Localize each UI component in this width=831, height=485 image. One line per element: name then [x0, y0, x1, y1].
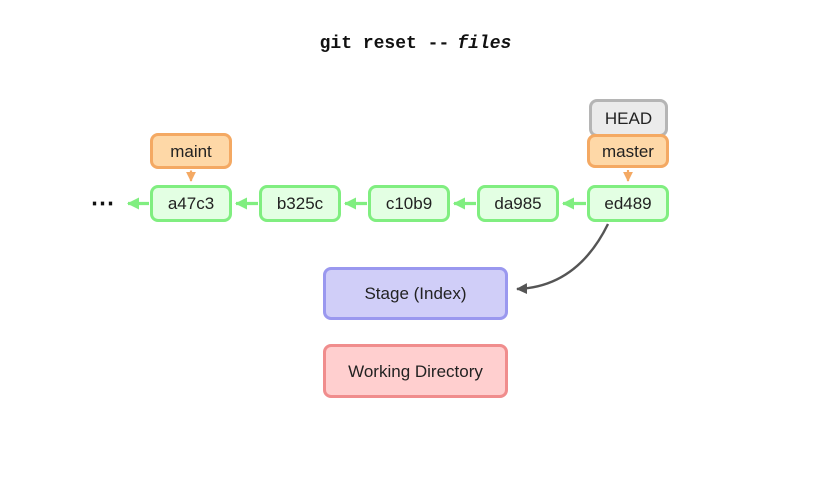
commit-id: da985: [494, 194, 542, 213]
branch-label-master: master: [587, 134, 669, 168]
working-directory-box: Working Directory: [323, 344, 508, 398]
commit-node: da985: [477, 185, 559, 222]
diagram-title: git reset -- files: [0, 34, 831, 54]
reset-to-stage-arrow: [516, 223, 610, 295]
head-label: HEAD: [589, 99, 668, 137]
commit-node: ed489: [587, 185, 669, 222]
branch-label-text: maint: [170, 141, 212, 161]
commit-id: c10b9: [385, 194, 433, 213]
branch-label-maint: maint: [150, 133, 232, 169]
stage-index-box: Stage (Index): [323, 267, 508, 320]
commit-node: b325c: [259, 185, 341, 222]
commit-node: a47c3: [150, 185, 232, 222]
working-directory-label: Working Directory: [348, 361, 483, 381]
branch-label-text: master: [602, 141, 654, 161]
history-ellipsis: ⋯: [90, 190, 116, 217]
commit-id: a47c3: [167, 194, 215, 213]
title-command: git reset --: [319, 34, 450, 54]
head-label-text: HEAD: [604, 108, 653, 128]
title-argument: files: [457, 34, 512, 54]
stage-index-label: Stage (Index): [364, 284, 467, 303]
commit-node: c10b9: [368, 185, 450, 222]
commit-id: ed489: [604, 194, 652, 213]
commit-id: b325c: [276, 194, 324, 213]
